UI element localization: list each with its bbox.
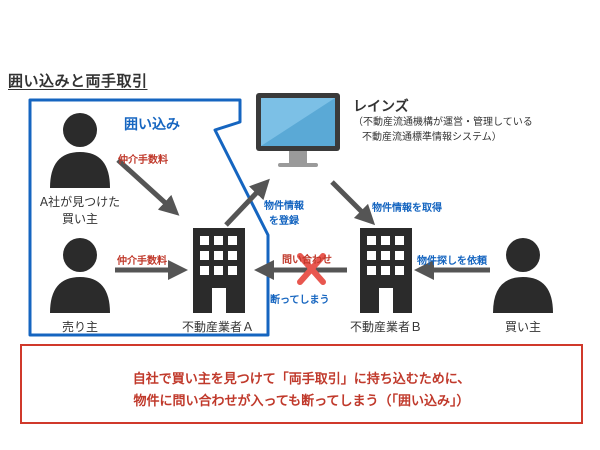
obtain-label: 物件情報を取得 [372,203,442,214]
buyer-a-label-line1: A社が見つけた [39,195,121,209]
register-label-line1: 物件情報 [264,201,304,212]
reins-monitor-icon [256,93,340,167]
enclosure-outline [28,98,270,337]
fee-label-buyer: 仲介手数料 [118,155,168,166]
buyer-a-person-icon [50,113,110,188]
agent-a-building-icon [193,228,245,313]
agent-b-building-icon [360,228,412,313]
summary-line2: 物件に問い合わせが入っても断ってしまう（「囲い込み」） [133,394,470,409]
register-arrow [224,178,270,227]
register-label: 物件情報 を登録 [252,197,316,227]
page-title: 囲い込みと両手取引 [8,72,148,90]
request-label: 物件探しを依頼 [417,256,487,267]
summary-box: 自社で買い主を見つけて「両手取引」に持ち込むために、 物件に問い合わせが入っても… [20,344,583,424]
reins-subtitle-line1: （不動産流通機構が運営・管理している [353,117,533,128]
buyer-b-person-icon [493,238,553,313]
enclosure-label: 囲い込み [124,117,180,133]
reins-title: レインズ [353,99,409,115]
buyer-a-label: A社が見つけた 買い主 [30,193,130,227]
summary-line1: 自社で買い主を見つけて「両手取引」に持ち込むために、 [132,372,471,387]
agent-b-label: 不動産業者Ｂ [349,320,422,334]
fee-arrow-buyer [116,158,180,216]
agent-a-label: 不動産業者Ａ [181,320,254,334]
seller-person-icon [50,238,110,313]
fee-label-seller: 仲介手数料 [117,256,167,267]
seller-label: 売り主 [61,320,98,334]
inquiry-label: 問い合わせ [282,255,332,266]
buyer-a-label-line2: 買い主 [61,212,98,226]
register-label-line2: を登録 [269,216,299,227]
refuse-label: 断ってしまう [270,295,330,306]
reins-subtitle-line2: 不動産流通標準情報システム） [362,132,502,143]
buyer-b-label: 買い主 [504,320,541,334]
obtain-arrow [330,180,376,226]
blocked-x-icon [297,253,326,285]
